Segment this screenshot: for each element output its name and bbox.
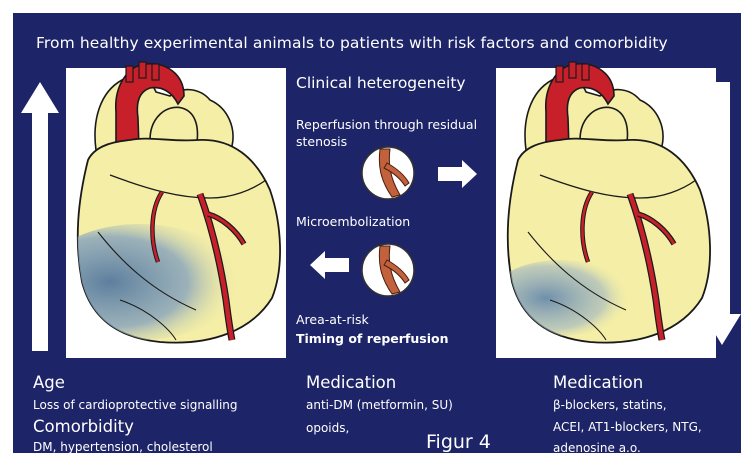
timing-of-reperfusion-label: Timing of reperfusion [296, 331, 448, 346]
arrow-down-icon [703, 82, 741, 345]
age-label: Age [33, 373, 65, 392]
comorbidity-description: DM, hypertension, cholesterol [33, 440, 213, 454]
age-description: Loss of cardioprotective signalling [33, 398, 238, 412]
arrow-up-icon [21, 82, 59, 351]
medication-right-line: adenosine a.o. [553, 441, 641, 455]
medication-right-label: Medication [553, 373, 643, 392]
medication-middle-line: anti-DM (metformin, SU) [306, 398, 453, 412]
reperfusion-label: Reperfusion through residual stenosis [296, 116, 491, 150]
comorbidity-label: Comorbidity [33, 417, 134, 436]
medication-middle-line: opoids, [306, 421, 349, 435]
medication-middle-label: Medication [306, 373, 396, 392]
medication-right-line: ACEI, AT1-blockers, NTG, [553, 420, 702, 434]
vessel-cross-section-icon [362, 147, 414, 199]
arrow-left-icon [310, 251, 349, 279]
vessel-cross-section-icon [362, 244, 414, 296]
arrow-right-icon [438, 160, 477, 188]
clinical-heterogeneity-heading: Clinical heterogeneity [296, 74, 466, 92]
heart-left-illustration [40, 62, 280, 343]
area-at-risk-label: Area-at-risk [296, 312, 369, 327]
microembolization-label: Microembolization [296, 214, 410, 229]
heart-right-illustration [490, 62, 710, 343]
medication-right-line: β-blockers, statins, [553, 398, 667, 412]
figure-caption: Figur 4 [426, 431, 491, 453]
